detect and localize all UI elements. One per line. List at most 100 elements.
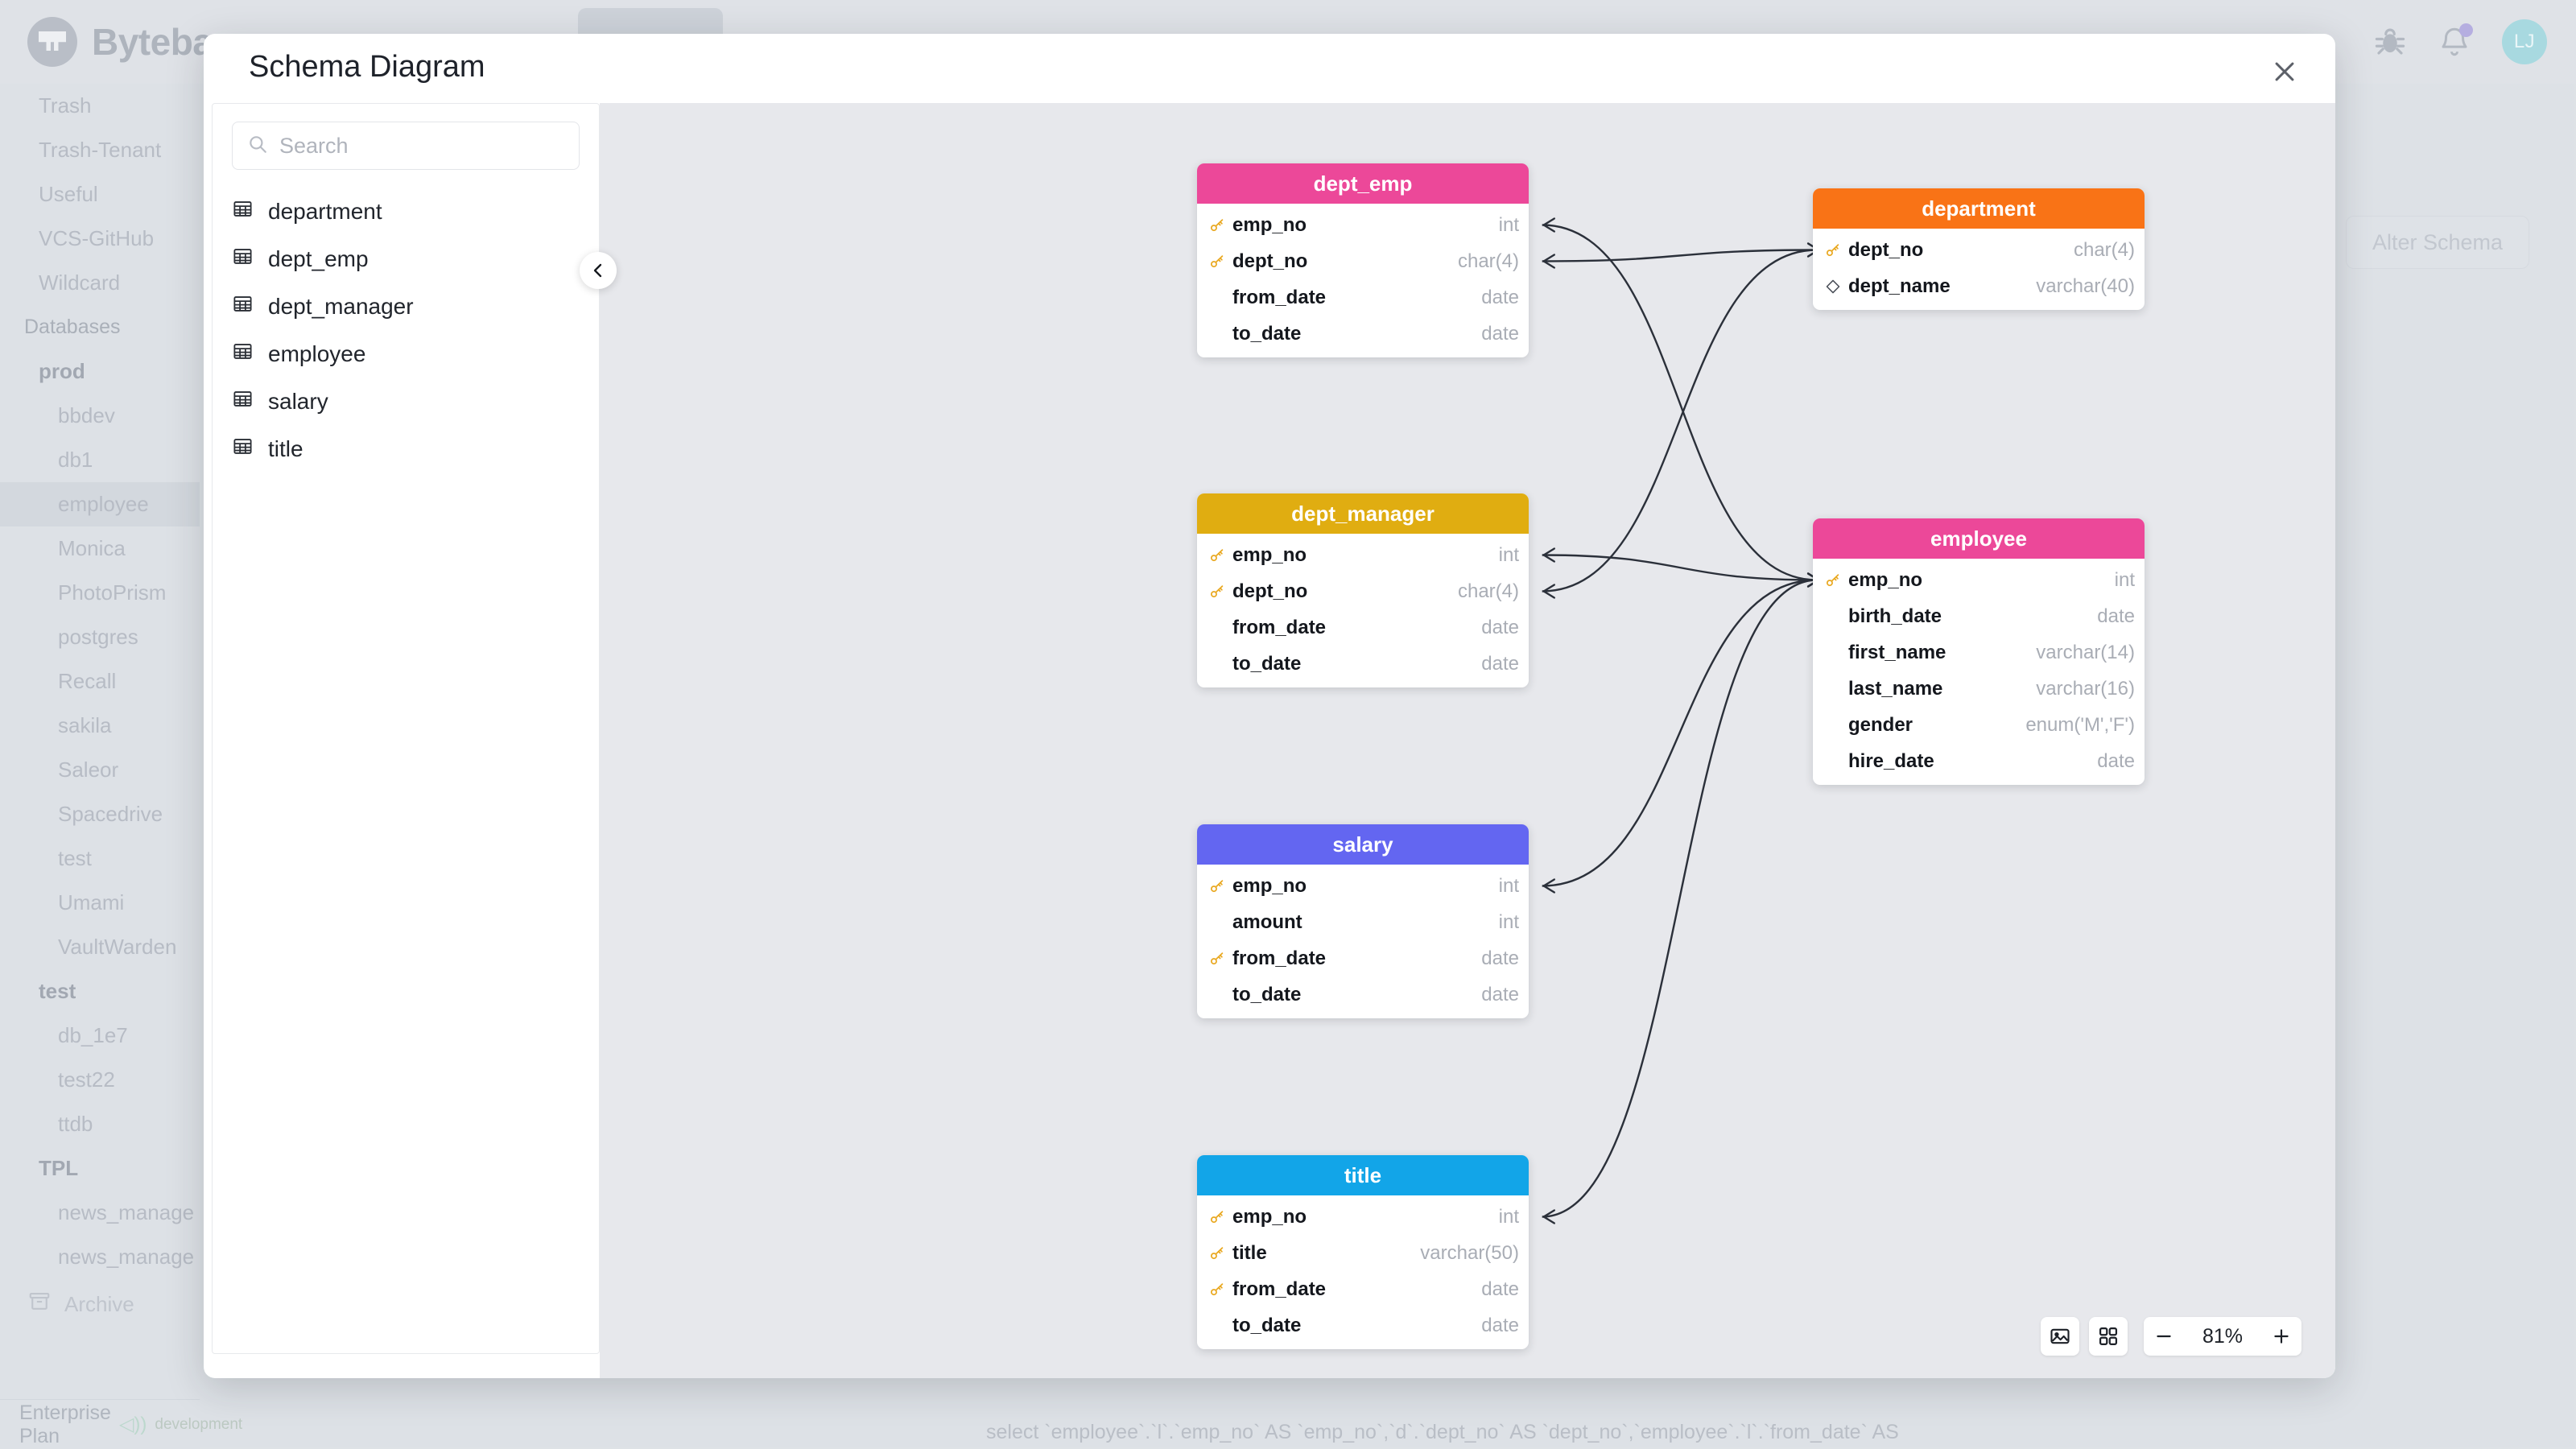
sidebar-item-news-manage[interactable]: news_manage xyxy=(58,1245,195,1269)
sidebar-item-db-1e7[interactable]: db_1e7 xyxy=(58,1023,128,1047)
sidebar-item-test[interactable]: test xyxy=(39,979,76,1003)
sidebar-item-monica[interactable]: Monica xyxy=(58,536,126,560)
table-node-header[interactable]: department xyxy=(1813,188,2145,229)
alter-schema-button[interactable]: Alter Schema xyxy=(2346,216,2529,269)
column-row[interactable]: from_date date xyxy=(1197,609,1529,646)
sidebar-item-bbdev[interactable]: bbdev xyxy=(58,403,115,427)
primary-key-icon xyxy=(1208,1281,1232,1298)
sidebar-item-tpl[interactable]: TPL xyxy=(39,1156,79,1180)
column-type: date xyxy=(1481,616,1519,638)
bytebase-logo-icon xyxy=(27,17,77,67)
chevron-left-icon[interactable] xyxy=(580,252,617,289)
column-name: first_name xyxy=(1848,641,1946,663)
list-item[interactable]: salary xyxy=(213,378,599,425)
sidebar-item-test[interactable]: test xyxy=(58,846,92,870)
bell-icon[interactable] xyxy=(2438,23,2473,59)
column-type: int xyxy=(2114,568,2135,591)
column-row[interactable]: dept_no char(4) xyxy=(1813,232,2145,268)
column-row[interactable]: dept_name varchar(40) xyxy=(1813,268,2145,304)
sidebar-item-archive[interactable]: Archive xyxy=(0,1279,200,1329)
sidebar-item-prod[interactable]: prod xyxy=(39,359,85,383)
table-node-header[interactable]: dept_emp xyxy=(1197,163,1529,204)
column-row[interactable]: birth_date date xyxy=(1813,598,2145,634)
sidebar-item-vaultwarden[interactable]: VaultWarden xyxy=(58,935,177,959)
sidebar-item-useful[interactable]: Useful xyxy=(39,182,98,206)
sidebar-item-trash[interactable]: Trash xyxy=(39,93,92,118)
primary-key-icon xyxy=(1208,877,1232,895)
sidebar-item-ttdb[interactable]: ttdb xyxy=(58,1112,93,1136)
search-input[interactable] xyxy=(279,133,564,159)
column-row[interactable]: to_date date xyxy=(1197,646,1529,682)
table-node-header[interactable]: salary xyxy=(1197,824,1529,865)
column-row[interactable]: emp_no int xyxy=(1197,868,1529,904)
column-row[interactable]: from_date date xyxy=(1197,279,1529,316)
column-row[interactable]: hire_date date xyxy=(1813,743,2145,779)
list-item[interactable]: employee xyxy=(213,330,599,378)
sidebar-item-wildcard[interactable]: Wildcard xyxy=(39,270,121,295)
table-node-dept_emp[interactable]: dept_emp emp_no int dept_no char(4) from… xyxy=(1197,163,1529,357)
column-name: from_date xyxy=(1232,286,1327,308)
column-row[interactable]: dept_no char(4) xyxy=(1197,243,1529,279)
table-node-columns: emp_no int dept_no char(4) from_date dat… xyxy=(1197,534,1529,687)
column-name: to_date xyxy=(1232,1314,1302,1336)
sidebar-item-saleor[interactable]: Saleor xyxy=(58,758,119,782)
list-item[interactable]: department xyxy=(213,188,599,235)
column-row[interactable]: emp_no int xyxy=(1813,562,2145,598)
search-box[interactable] xyxy=(232,122,580,170)
column-row[interactable]: emp_no int xyxy=(1197,207,1529,243)
table-node-department[interactable]: department dept_no char(4) dept_name var… xyxy=(1813,188,2145,310)
column-row[interactable]: to_date date xyxy=(1197,1307,1529,1344)
column-row[interactable]: first_name varchar(14) xyxy=(1813,634,2145,671)
column-row[interactable]: from_date date xyxy=(1197,940,1529,976)
column-row[interactable]: gender enum('M','F') xyxy=(1813,707,2145,743)
zoom-level-label[interactable]: 81% xyxy=(2202,1324,2244,1348)
relationship-edge xyxy=(1542,579,1818,887)
column-name: dept_name xyxy=(1848,275,1951,297)
sidebar-item-employee[interactable]: employee xyxy=(0,482,200,526)
sidebar-item-photoprism[interactable]: PhotoPrism xyxy=(58,580,167,605)
sidebar-item-trash-tenant[interactable]: Trash-Tenant xyxy=(39,138,162,162)
column-row[interactable]: amount int xyxy=(1197,904,1529,940)
sidebar-archive-label: Archive xyxy=(64,1291,134,1316)
close-icon[interactable] xyxy=(2263,50,2306,93)
sidebar-item-vcs-github[interactable]: VCS-GitHub xyxy=(39,226,155,250)
column-row[interactable]: title varchar(50) xyxy=(1197,1235,1529,1271)
bug-icon[interactable] xyxy=(2373,25,2407,59)
sidebar-item-sakila[interactable]: sakila xyxy=(58,713,112,737)
table-node-title[interactable]: title emp_no int title varchar(50) from_… xyxy=(1197,1155,1529,1349)
sidebar-item-news-manage[interactable]: news_manage xyxy=(58,1200,195,1224)
sidebar-item-test22[interactable]: test22 xyxy=(58,1067,115,1092)
column-row[interactable]: last_name varchar(16) xyxy=(1813,671,2145,707)
column-row[interactable]: to_date date xyxy=(1197,316,1529,352)
table-icon xyxy=(232,436,254,463)
sidebar-item-spacedrive[interactable]: Spacedrive xyxy=(58,802,163,826)
list-item[interactable]: title xyxy=(213,425,599,473)
image-export-icon[interactable] xyxy=(2041,1317,2079,1356)
table-node-header[interactable]: employee xyxy=(1813,518,2145,559)
column-row[interactable]: dept_no char(4) xyxy=(1197,573,1529,609)
column-name: emp_no xyxy=(1232,1205,1307,1228)
table-node-columns: emp_no int amount int from_date date to_… xyxy=(1197,865,1529,1018)
minus-icon[interactable] xyxy=(2144,1317,2184,1356)
sidebar-item-recall[interactable]: Recall xyxy=(58,669,117,693)
column-row[interactable]: emp_no int xyxy=(1197,1199,1529,1235)
list-item[interactable]: dept_emp xyxy=(213,235,599,283)
table-node-dept_manager[interactable]: dept_manager emp_no int dept_no char(4) … xyxy=(1197,493,1529,687)
list-item[interactable]: dept_manager xyxy=(213,283,599,330)
column-row[interactable]: emp_no int xyxy=(1197,537,1529,573)
column-row[interactable]: to_date date xyxy=(1197,976,1529,1013)
sidebar-item-postgres[interactable]: postgres xyxy=(58,625,138,649)
table-node-salary[interactable]: salary emp_no int amount int from_date d… xyxy=(1197,824,1529,1018)
grid-layout-icon[interactable] xyxy=(2089,1317,2128,1356)
sidebar-item-umami[interactable]: Umami xyxy=(58,890,125,914)
avatar[interactable]: LJ xyxy=(2502,19,2547,64)
table-node-header[interactable]: dept_manager xyxy=(1197,493,1529,534)
column-row[interactable]: from_date date xyxy=(1197,1271,1529,1307)
sidebar-item-db1[interactable]: db1 xyxy=(58,448,93,472)
table-node-header[interactable]: title xyxy=(1197,1155,1529,1195)
table-node-employee[interactable]: employee emp_no int birth_date date firs… xyxy=(1813,518,2145,785)
plus-icon[interactable] xyxy=(2261,1317,2301,1356)
edge-arrowhead xyxy=(1542,547,1556,563)
diagram-canvas[interactable]: dept_emp emp_no int dept_no char(4) from… xyxy=(600,103,2335,1378)
